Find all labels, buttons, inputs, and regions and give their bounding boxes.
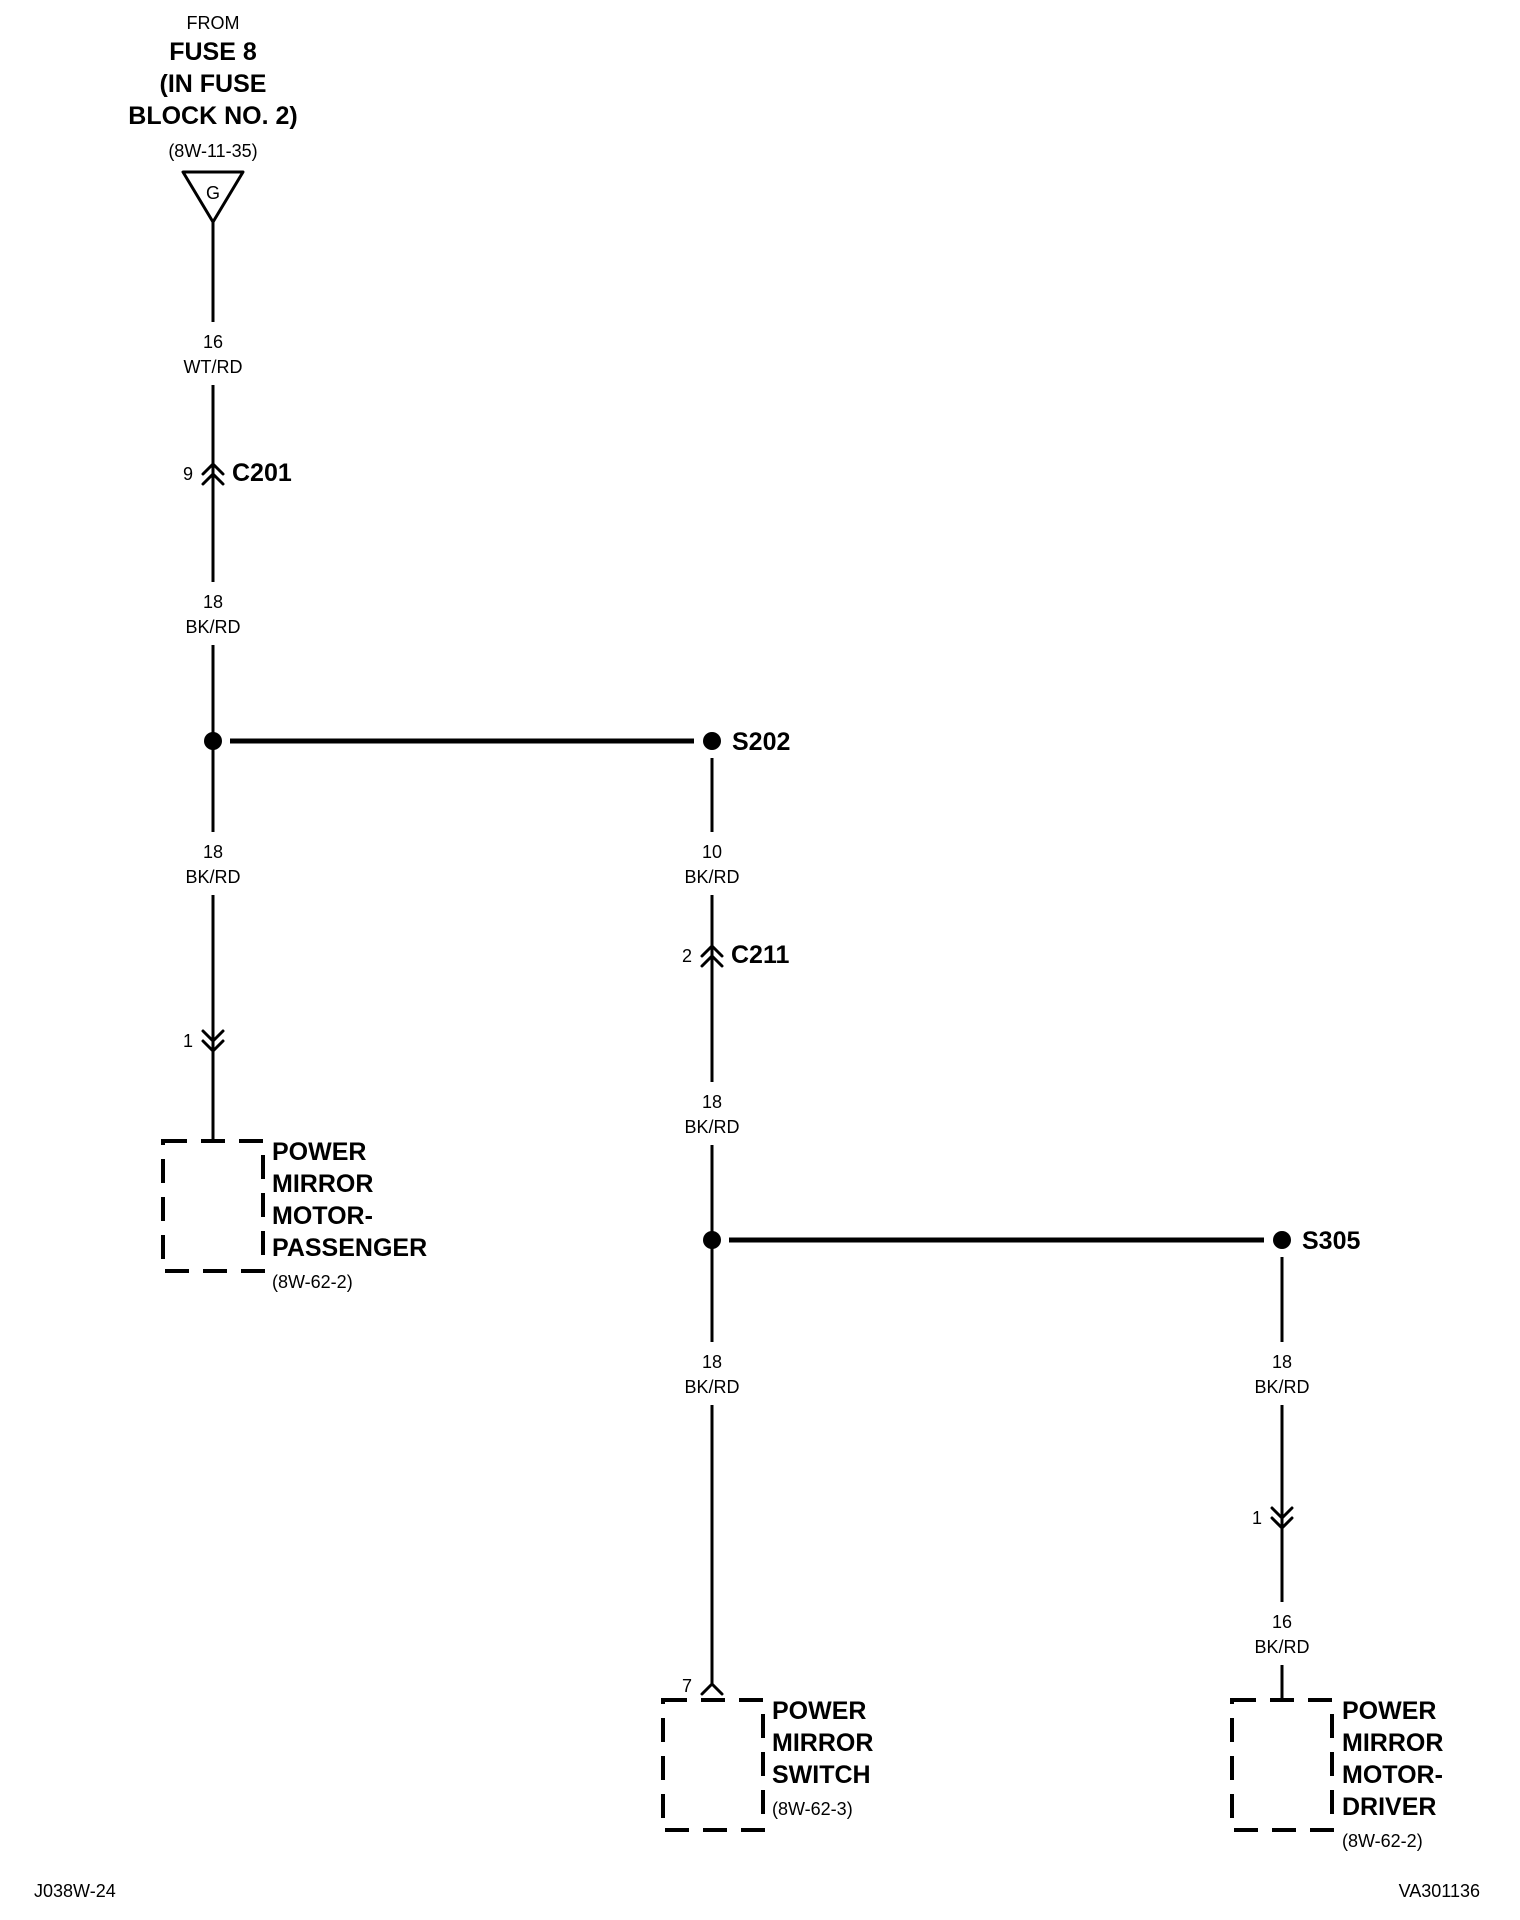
fuse-page-ref: (8W-11-35) xyxy=(168,141,257,161)
switch-line1: POWER xyxy=(772,1697,866,1725)
wire-gauge: 16 xyxy=(203,332,223,352)
wire-gauge: 18 xyxy=(203,592,223,612)
passenger-motor-box xyxy=(161,1139,265,1273)
wire-gauge: 16 xyxy=(1272,1612,1292,1632)
switch-line2: MIRROR xyxy=(772,1729,873,1757)
wire-color: BK/RD xyxy=(684,867,739,887)
passenger-line4: PASSENGER xyxy=(272,1234,427,1262)
splice-s305-dot xyxy=(1273,1231,1291,1249)
splice-dot xyxy=(703,1231,721,1249)
switch-connector-icon xyxy=(700,1682,724,1696)
passenger-line1: POWER xyxy=(272,1138,366,1166)
fuse-block-line1: (IN FUSE xyxy=(160,70,267,98)
driver-motor-box xyxy=(1230,1698,1334,1832)
wire-color: BK/RD xyxy=(185,867,240,887)
passenger-pin: 1 xyxy=(183,1031,193,1051)
driver-connector-icon xyxy=(1270,1506,1294,1530)
wire-color: BK/RD xyxy=(185,617,240,637)
passenger-ref: (8W-62-2) xyxy=(272,1272,353,1292)
switch-pin: 7 xyxy=(682,1676,692,1696)
c201-connector-icon xyxy=(201,462,225,486)
wire-color: BK/RD xyxy=(684,1117,739,1137)
c211-label: C211 xyxy=(731,941,789,969)
driver-ref: (8W-62-2) xyxy=(1342,1831,1423,1851)
c211-connector-icon xyxy=(700,944,724,968)
wire-color: BK/RD xyxy=(1254,1637,1309,1657)
splice-dot xyxy=(204,732,222,750)
fuse-label: FUSE 8 xyxy=(169,38,257,66)
wire-gauge: 18 xyxy=(702,1352,722,1372)
passenger-line3: MOTOR- xyxy=(272,1202,373,1230)
driver-line4: DRIVER xyxy=(1342,1793,1436,1821)
driver-line2: MIRROR xyxy=(1342,1729,1443,1757)
wire-gauge: 18 xyxy=(702,1092,722,1112)
fuse-pin-label: G xyxy=(206,183,220,203)
driver-line1: POWER xyxy=(1342,1697,1436,1725)
footer-left: J038W-24 xyxy=(34,1881,116,1901)
splice-s305-label: S305 xyxy=(1302,1227,1360,1255)
c201-pin: 9 xyxy=(183,464,193,484)
switch-ref: (8W-62-3) xyxy=(772,1799,853,1819)
from-label: FROM xyxy=(187,13,240,33)
switch-line3: SWITCH xyxy=(772,1761,871,1789)
wire-gauge: 18 xyxy=(1272,1352,1292,1372)
splice-s202-dot xyxy=(703,732,721,750)
wire-color: BK/RD xyxy=(684,1377,739,1397)
passenger-line2: MIRROR xyxy=(272,1170,373,1198)
splice-s202-label: S202 xyxy=(732,728,790,756)
wire-gauge: 18 xyxy=(203,842,223,862)
c211-pin: 2 xyxy=(682,946,692,966)
c201-label: C201 xyxy=(232,459,292,487)
wire-color: WT/RD xyxy=(184,357,243,377)
wire-gauge: 10 xyxy=(702,842,722,862)
driver-pin: 1 xyxy=(1252,1508,1262,1528)
fuse-triangle-icon xyxy=(181,170,245,224)
driver-line3: MOTOR- xyxy=(1342,1761,1443,1789)
passenger-connector-icon xyxy=(201,1029,225,1053)
switch-box xyxy=(661,1698,765,1832)
fuse-block-line2: BLOCK NO. 2) xyxy=(128,102,297,130)
footer-right: VA301136 xyxy=(1399,1881,1480,1901)
wire-color: BK/RD xyxy=(1254,1377,1309,1397)
